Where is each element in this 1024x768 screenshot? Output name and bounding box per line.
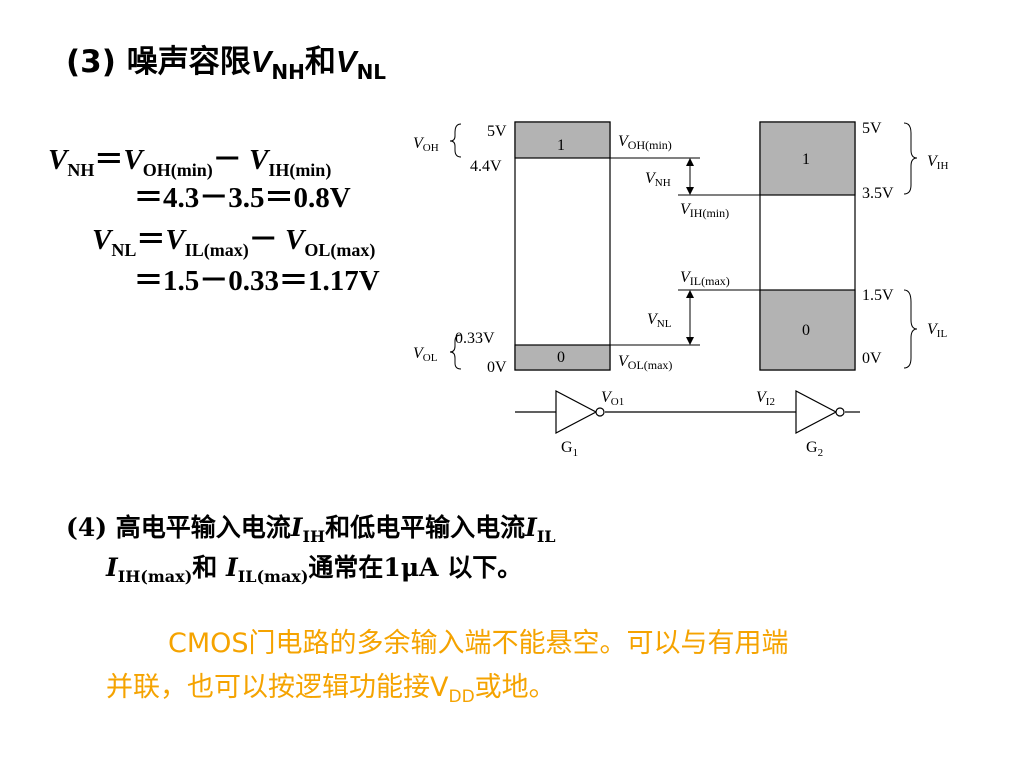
cmos-note-line2: 并联，也可以按逻辑功能接VDD或地。 [106,672,556,707]
left-logic-one: 1 [557,137,565,154]
section4-line2: IIH(max)和 IIL(max)通常在1μA 以下。 [106,553,523,586]
left-0v-label: 0V [487,359,507,376]
vih-label: VIH [927,153,948,172]
heading-number: (3) [66,44,116,80]
inverter-g1 [555,390,598,434]
vi2-label: VI2 [756,389,775,408]
equation-vnl-value: ＝1.5－0.33＝1.17V [134,265,380,297]
vo1-label: VO1 [601,389,624,408]
page-title: (3) 噪声容限VNH和VNL [66,44,387,85]
left-0.33v-label: 0.33V [455,330,495,347]
voh-label: VOH [413,135,439,154]
left-4.4v-label: 4.4V [470,158,502,175]
vol-label: VOL [413,345,438,364]
right-3.5v-label: 3.5V [862,185,894,202]
equation-vnh-value: ＝4.3－3.5＝0.8V [134,182,351,214]
vol-max-label: VOL(max) [618,353,672,372]
g1-label: G1 [561,439,578,459]
voh-min-label: VOH(min) [618,133,672,152]
right-1.5v-label: 1.5V [862,287,894,304]
left-high-region [514,121,611,159]
right-0v-label: 0V [862,350,882,367]
left-logic-zero: 0 [557,349,565,366]
equation-vnh: VNH＝VOH(min)－ VIH(min) [48,144,332,180]
vil-max-label: VIL(max) [680,269,730,288]
right-high-region [759,121,856,196]
vih-min-label: VIH(min) [680,201,729,220]
right-logic-one: 1 [802,151,810,168]
left-voltage-bar [514,121,611,371]
vil-label: VIL [927,321,947,340]
noise-margin-diagram: 5V 4.4V 0.33V 0V 1 0 VOH VOL VOH(min) VN… [413,120,948,459]
g2-label: G2 [806,439,823,459]
inverter-g2 [795,390,838,434]
right-low-region [759,289,856,371]
equation-vnl: VNL＝VIL(max)－ VOL(max) [92,224,376,260]
heading-text: 噪声容限 [126,44,251,80]
section4-line1: (4) 高电平输入电流IIH和低电平输入电流IIL [66,513,556,546]
vnl-label: VNL [647,311,672,330]
left-5v-label: 5V [487,123,507,140]
right-logic-zero: 0 [802,322,810,339]
cmos-note-line1: CMOS门电路的多余输入端不能悬空。可以与有用端 [168,628,789,659]
left-low-region [514,344,611,371]
vnh-label: VNH [645,170,671,189]
right-5v-label: 5V [862,120,882,137]
